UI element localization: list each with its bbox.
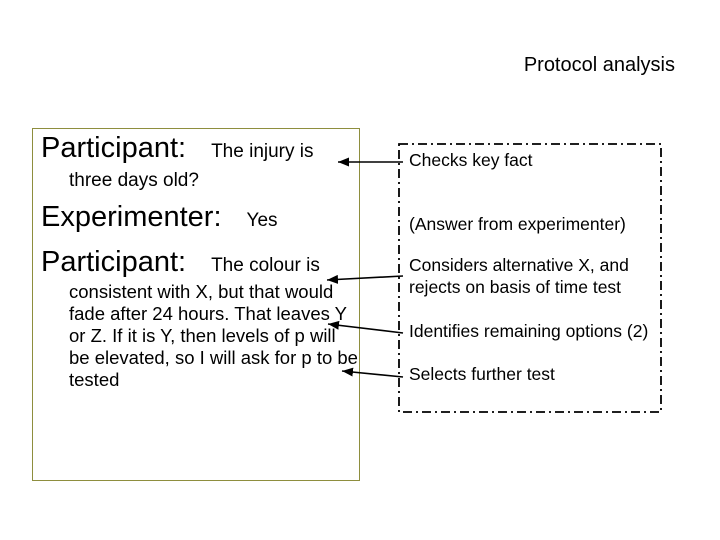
transcript-entry-1: Participant: The injury is <box>41 132 314 164</box>
paragraph-line: fade after 24 hours. That leaves Y <box>69 303 348 324</box>
paragraph-line: be elevated, so I will ask for p to be <box>69 347 358 368</box>
annotation-box: Checks key fact (Answer from experimente… <box>398 143 662 413</box>
paragraph-line: consistent with X, but that would <box>69 281 334 302</box>
utterance-text: The colour is <box>211 255 320 276</box>
annotation-answer-from-experimenter: (Answer from experimenter) <box>409 213 626 235</box>
annotation-text: (Answer from experimenter) <box>409 214 626 234</box>
paragraph-line: tested <box>69 369 120 390</box>
annotation-text: Selects further test <box>409 364 555 384</box>
transcript-box: Participant: The injury is three days old… <box>32 128 360 481</box>
paragraph-line: or Z. If it is Y, then levels of p will <box>69 325 336 346</box>
slide-title: Protocol analysis <box>523 54 675 76</box>
speaker-label: Experimenter: <box>41 201 222 233</box>
annotation-considers-alternative: Considers alternative X, and rejects on … <box>409 254 629 298</box>
annotation-text: rejects on basis of time test <box>409 277 622 297</box>
utterance-text: Yes <box>246 210 278 231</box>
speaker-label: Participant: <box>41 246 187 278</box>
speaker-label: Participant: <box>41 132 187 164</box>
annotation-text: Checks key fact <box>409 150 533 170</box>
annotation-checks-key-fact: Checks key fact <box>409 149 533 171</box>
utterance-text: The injury is <box>211 141 314 162</box>
utterance-continuation: three days old? <box>69 170 199 191</box>
annotation-text: Considers alternative X, and <box>409 255 629 275</box>
transcript-entry-2: Experimenter: Yes <box>41 201 278 233</box>
annotation-identifies-options: Identifies remaining options (2) <box>409 320 648 342</box>
annotation-selects-test: Selects further test <box>409 363 555 385</box>
annotation-text: Identifies remaining options (2) <box>409 321 649 341</box>
transcript-entry-3: Participant: The colour is <box>41 246 320 278</box>
utterance-paragraph: consistent with X, but that would fade a… <box>69 281 358 391</box>
